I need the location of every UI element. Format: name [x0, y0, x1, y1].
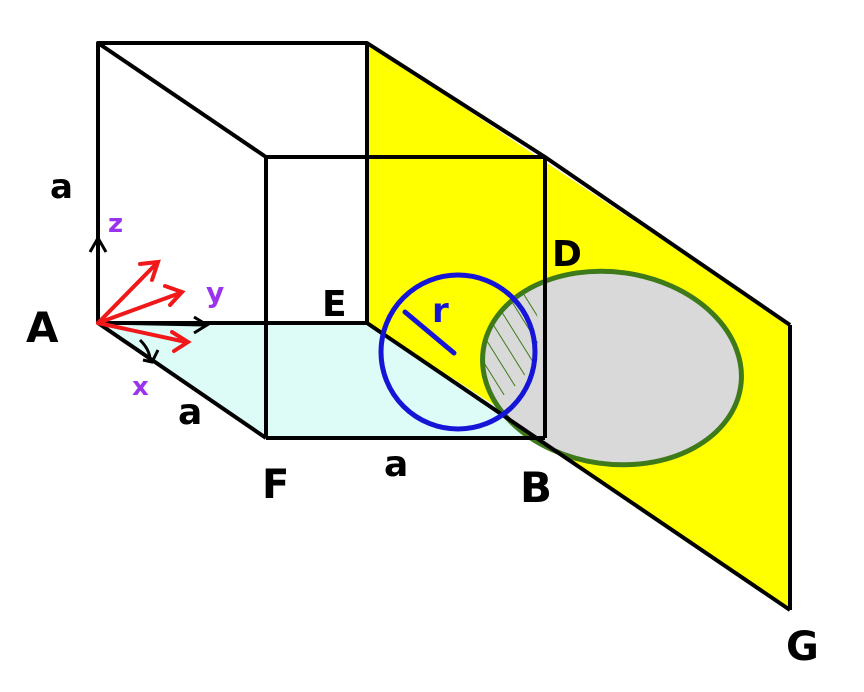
label-vertex-G: G	[786, 624, 819, 670]
label-a-bottom-left: a	[178, 392, 202, 433]
label-vertex-D: D	[552, 234, 582, 275]
label-x-axis: x	[132, 372, 149, 402]
label-a-bottom: a	[384, 444, 408, 485]
label-radius-r: r	[432, 291, 449, 331]
label-z-axis: z	[108, 209, 123, 239]
label-y-axis: y	[206, 276, 224, 309]
red-vectors	[96, 259, 192, 353]
radius-line	[402, 309, 457, 356]
axis-arrows	[88, 234, 210, 364]
label-a-left: a	[50, 167, 73, 207]
label-vertex-F: F	[262, 462, 289, 508]
label-vertex-E: E	[322, 284, 347, 325]
label-vertex-A: A	[26, 303, 59, 352]
base-face	[98, 323, 545, 438]
blue-circle	[378, 272, 538, 432]
label-vertex-B: B	[520, 463, 552, 512]
